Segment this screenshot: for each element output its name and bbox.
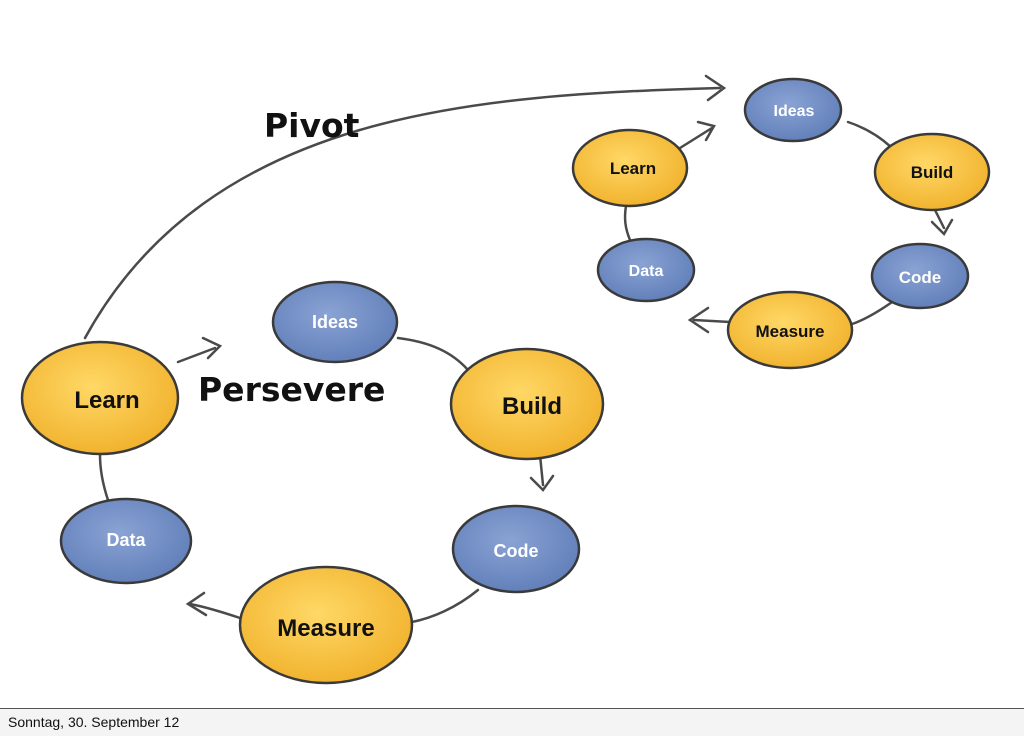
arrowhead-small-learn-to-ideas [696,120,716,142]
node-measure-label: Measure [277,615,374,642]
small-node-ideas-label: Ideas [774,103,815,120]
small-cycle: Learn Ideas Build Code Measure Data [571,77,991,370]
arrowhead-small-build-to-code [930,218,954,237]
small-node-data-label: Data [629,263,664,280]
pivot-label: Pivot [264,106,360,145]
connector-small-code-to-measure [850,298,897,326]
node-data: Data [59,497,193,585]
node-learn-label: Learn [74,387,139,414]
small-node-measure: Measure [726,290,854,370]
connector-data-to-learn [98,453,110,502]
connector-small-measure-to-data [692,318,732,324]
pivot-arc [83,86,722,340]
pivot-arrowhead [704,74,727,102]
small-node-learn-label: Learn [610,159,656,178]
connector-measure-to-data [188,602,242,620]
small-node-build-label: Build [911,163,954,182]
small-node-code-label: Code [899,268,942,287]
connector-code-to-measure [410,588,480,624]
small-node-learn: Learn [571,128,689,208]
node-measure: Measure [238,565,414,685]
footer-date: Sonntag, 30. September 12 [8,714,180,730]
small-node-build: Build [873,132,991,212]
node-ideas: Ideas [271,280,399,364]
node-build-label: Build [502,393,562,420]
node-code-label: Code [494,541,539,561]
small-node-data: Data [596,237,696,303]
connector-small-learn-to-ideas [678,126,714,150]
arrowhead-small-measure-to-data [687,306,710,334]
build-measure-learn-diagram: Learn Ideas Build Code Measure Data Lear… [20,74,991,685]
connector-small-build-to-code [933,208,946,230]
small-node-code: Code [870,242,970,310]
persevere-label: Persevere [198,370,385,409]
arrowhead-learn-to-ideas [201,336,223,360]
connector-learn-to-ideas [176,346,217,364]
small-node-measure-label: Measure [756,322,825,341]
node-data-label: Data [106,530,146,550]
large-cycle: Learn Ideas Build Code Measure Data [20,280,605,685]
slide: Learn Ideas Build Code Measure Data Lear… [20,74,991,685]
node-learn: Learn [20,340,180,456]
arrowhead-measure-to-data [185,591,208,617]
connector-ideas-to-build [396,336,470,372]
connector-build-to-code [538,453,545,487]
arrowhead-build-to-code [529,474,555,492]
node-ideas-label: Ideas [312,312,358,332]
connector-small-data-to-learn [623,204,632,242]
node-build: Build [449,347,605,461]
connector-small-ideas-to-build [846,120,896,152]
node-code: Code [451,504,581,594]
footer-bar: Sonntag, 30. September 12 [0,708,1024,736]
small-node-ideas: Ideas [743,77,843,143]
